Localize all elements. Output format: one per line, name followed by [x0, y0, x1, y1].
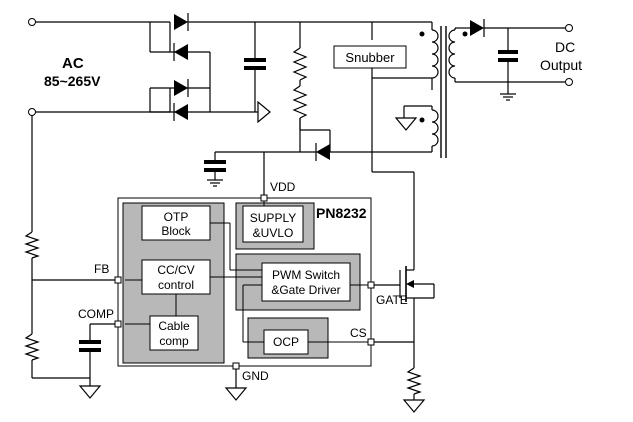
- cccv-label: CC/CV: [157, 263, 194, 277]
- bridge-rectifier: [149, 13, 300, 124]
- gnd-pin-label: GND: [242, 369, 269, 383]
- gate-pin: [367, 281, 375, 289]
- otp-label: OTP: [164, 210, 189, 224]
- snubber-block: Snubber: [333, 45, 407, 69]
- cccv-sublabel: control: [158, 278, 194, 292]
- bridge-diode-3: [174, 79, 189, 97]
- startup-resistor-1: [292, 22, 308, 86]
- dc-output-label: Output: [540, 57, 582, 73]
- fb-pin: [114, 276, 122, 284]
- dc-terminal-bottom: [565, 78, 573, 86]
- bridge-diode-1: [174, 13, 189, 31]
- pn8232-chip: PN8232 OTP Block SUPPLY &UVLO CC/CV cont…: [117, 197, 372, 367]
- ac-terminal-top: [28, 18, 36, 26]
- supply-block: [242, 205, 304, 243]
- output-ground-icon: [500, 90, 516, 101]
- cs-pin: [367, 338, 375, 346]
- gate-pin-label: GATE: [376, 293, 408, 307]
- cable-label: Cable: [158, 319, 190, 333]
- comp-pin: [114, 320, 122, 328]
- gnd-ground-icon: [224, 387, 248, 401]
- power-mosfet: [372, 171, 435, 342]
- vdd-diode: [315, 143, 330, 161]
- chip-name: PN8232: [316, 205, 367, 221]
- comp-ground-icon: [78, 385, 102, 399]
- gnd-pin: [232, 362, 240, 370]
- vdd-pin-label: VDD: [270, 180, 296, 194]
- ac-voltage-label: 85~265V: [44, 73, 101, 89]
- bridge-diode-2: [173, 43, 188, 61]
- bulk-capacitor: [244, 22, 266, 112]
- gate-driver-label: &Gate Driver: [271, 283, 340, 297]
- cs-ground-icon: [402, 399, 426, 413]
- cccv-block: [141, 259, 211, 295]
- dc-terminal-top: [565, 24, 573, 32]
- pwm-label: PWM Switch: [272, 268, 340, 282]
- pwm-block: [261, 262, 351, 302]
- bridge-diode-4: [173, 103, 188, 121]
- ocp-label: OCP: [273, 335, 299, 349]
- ac-terminal-bottom: [28, 108, 36, 116]
- vdd-capacitor: [204, 152, 226, 187]
- ac-label: AC: [62, 55, 84, 72]
- fb-pin-label: FB: [94, 262, 109, 276]
- cs-resistor: [374, 341, 426, 413]
- otp-block: [141, 205, 211, 241]
- feedback-divider: [24, 115, 115, 379]
- comp-label: comp: [159, 334, 189, 348]
- otp-sublabel: Block: [161, 224, 191, 238]
- output-diode: [470, 19, 485, 37]
- cs-pin-label: CS: [350, 326, 367, 340]
- output-capacitor: [498, 50, 518, 62]
- output-section: DC Output: [454, 19, 582, 101]
- bridge-ground-icon: [257, 100, 271, 124]
- dc-label: DC: [555, 39, 575, 55]
- aux-ground-icon: [394, 117, 418, 131]
- ac-input-section: AC 85~265V: [28, 18, 170, 116]
- vdd-pin: [260, 194, 268, 202]
- cable-comp-block: [149, 315, 199, 351]
- comp-capacitor: [78, 323, 115, 399]
- snubber-label: Snubber: [345, 50, 395, 65]
- uvlo-label: &UVLO: [253, 226, 294, 240]
- supply-label: SUPPLY: [250, 211, 296, 225]
- comp-pin-label: COMP: [78, 307, 114, 321]
- transformer: [371, 22, 468, 172]
